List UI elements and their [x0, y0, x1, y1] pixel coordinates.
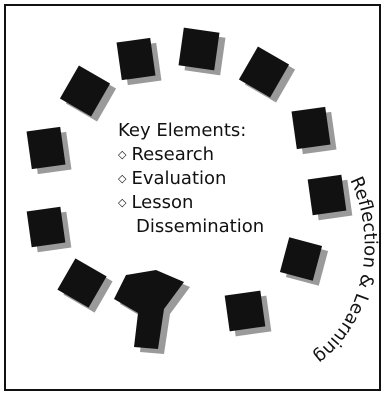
item-label-research: Research	[131, 144, 215, 165]
diamond-bullet-icon: ◇	[118, 196, 127, 209]
cycle-arrow-block	[114, 270, 184, 349]
diagram-frame	[4, 4, 381, 391]
cycle-block-4	[291, 106, 331, 150]
diamond-bullet-icon: ◇	[118, 172, 127, 185]
item-continuation-dissemination: Dissemination	[136, 216, 265, 237]
key-elements-title: Key Elements:	[118, 120, 247, 141]
bullet-item-evaluation: ◇ Evaluation	[118, 168, 226, 190]
cycle-blocks	[26, 27, 347, 349]
bullet-item-research: ◇ Research	[118, 144, 214, 166]
cycle-block-6	[279, 237, 323, 281]
cycle-block-3	[238, 46, 290, 98]
diamond-bullet-icon: ◇	[118, 148, 127, 161]
cycle-block-1	[116, 37, 156, 81]
item-label-evaluation: Evaluation	[131, 168, 227, 189]
bullet-item-lesson: ◇ Lesson	[118, 192, 193, 214]
cycle-block-7	[224, 290, 266, 332]
cycle-block-2	[178, 27, 220, 71]
cycle-block-10	[26, 206, 66, 248]
cycle-block-5	[307, 174, 347, 216]
cycle-block-11	[57, 258, 107, 308]
item-label-lesson: Lesson	[131, 192, 194, 213]
cycle-block-8	[59, 65, 111, 117]
cycle-block-9	[26, 126, 66, 170]
